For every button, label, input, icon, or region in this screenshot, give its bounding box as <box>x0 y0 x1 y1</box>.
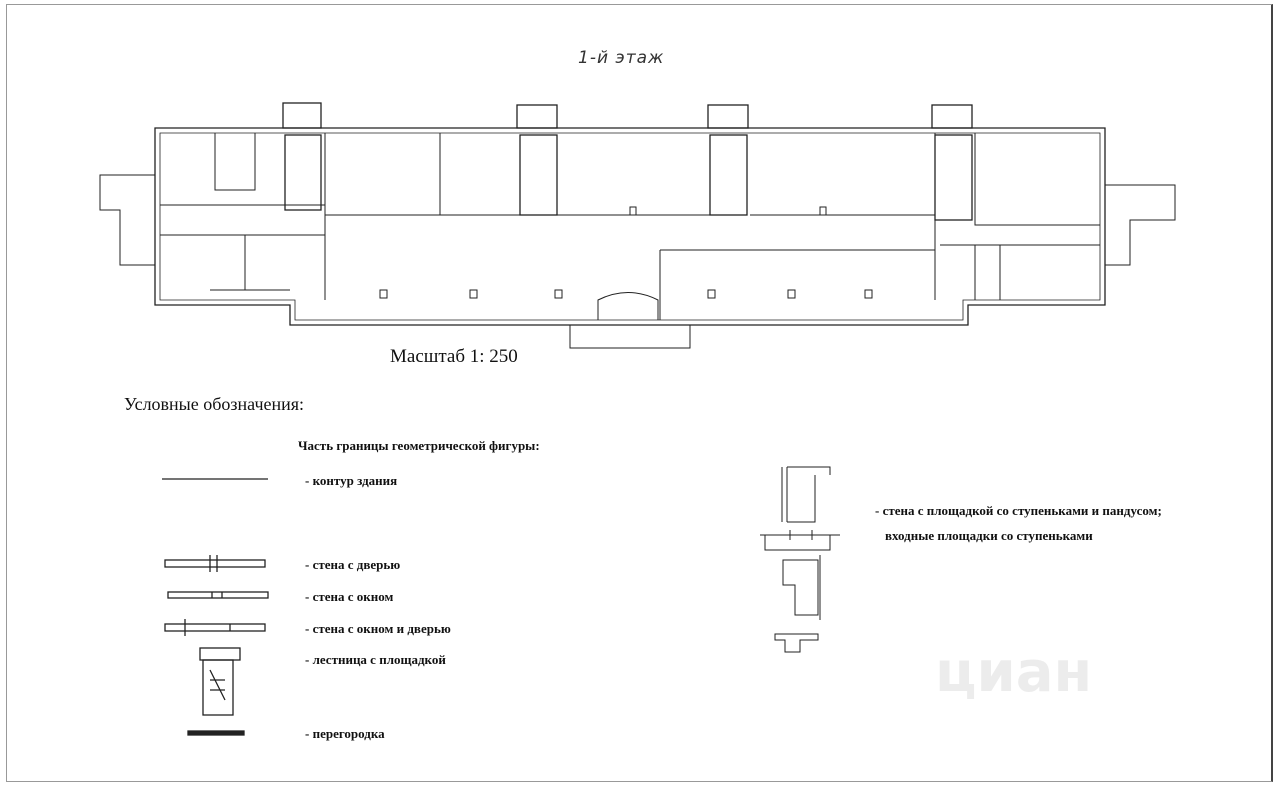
legend-wall-window-symbol <box>167 591 269 599</box>
columns <box>379 206 873 299</box>
legend-item-stair: - лестница с площадкой <box>305 652 446 667</box>
legend-item-entrance: входные площадки со ступеньками <box>885 528 1093 543</box>
stair-towers <box>282 102 973 221</box>
legend-ramp-symbol <box>760 466 840 653</box>
legend-item-contour: - контур здания <box>305 473 398 488</box>
watermark-logo: циан <box>935 640 1093 705</box>
legend-item-ramp: - стена с площадкой со ступеньками и пан… <box>875 503 1162 518</box>
building-outline-inner <box>159 132 1101 321</box>
legend-partition-symbol <box>187 730 245 736</box>
page-frame <box>6 4 1273 782</box>
room-walls <box>160 133 1100 320</box>
legend-subtitle: Часть границы геометрической фигуры: <box>298 438 540 453</box>
legend-item-wall-door: - стена с дверью <box>305 557 401 572</box>
legend-stair-symbol <box>199 647 241 716</box>
legend-item-wall-window-door: - стена с окном и дверью <box>305 621 451 636</box>
legend-wall-window-door-symbol <box>164 619 266 636</box>
floor-title: 1-й этаж <box>578 48 665 68</box>
scale-label: Масштаб 1: 250 <box>390 346 518 367</box>
legend-wall-door-symbol <box>164 555 266 572</box>
legend-title: Условные обозначения: <box>124 394 305 414</box>
legend-item-partition: - перегородка <box>305 726 385 741</box>
building-outline <box>154 127 1106 326</box>
legend-item-wall-window: - стена с окном <box>305 589 394 604</box>
